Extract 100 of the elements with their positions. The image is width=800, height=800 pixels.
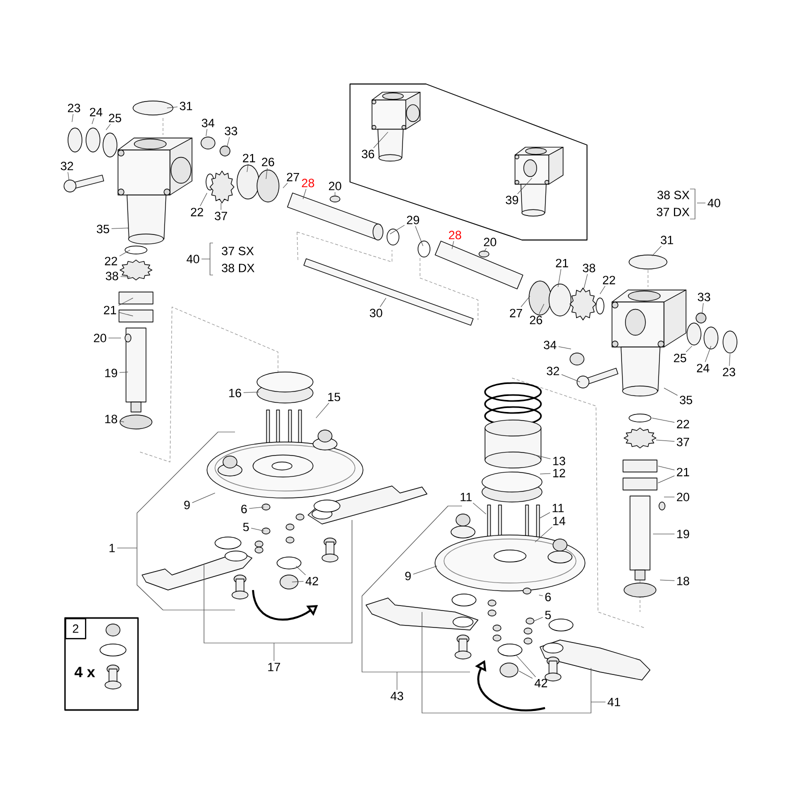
leader-line [380,298,386,308]
leader-line [243,392,260,393]
leader-line [396,672,398,690]
leader-line [660,580,675,581]
leader-line [246,164,248,172]
leader-line [696,202,706,204]
leader-line [472,502,486,514]
callout-number: 22 [104,256,118,266]
leader-line [296,566,306,576]
leader-line [201,258,210,260]
callout-number: 15 [328,392,340,402]
callout-number: 23 [68,104,80,112]
leader-line [68,172,70,180]
callout-number: 12 [553,468,566,478]
leader-line [538,304,544,314]
leader-line [686,346,692,352]
callout-number: 14 [553,516,566,526]
callout-number: 27 [510,308,522,318]
leader-line [119,250,130,256]
callout-number: 43 [390,692,404,700]
callout-number: 26 [262,158,274,166]
callout-number: 42 [306,576,318,586]
callout-number: 40 [708,198,720,208]
callout-number: 29 [406,216,420,224]
leader-line [518,670,533,679]
leader-line [704,346,712,362]
callout-number: 35 [96,224,110,234]
leader-line [220,202,222,210]
leader-line [658,466,675,470]
callout-number: 20 [94,334,106,342]
callout-number: 11 [460,492,472,502]
leader-line [540,512,550,518]
leader-line [206,128,208,136]
leader-line [106,124,111,130]
leader-line [600,286,606,294]
leader-line [652,246,662,256]
leader-line [118,312,134,316]
leader-line [534,616,544,622]
leader-line [415,226,424,246]
leader-line [538,594,544,596]
callout-number: 35 [680,396,692,404]
callout-number: 28 [448,230,462,240]
leader-line [561,374,580,382]
variant-label: 38 SX [657,190,690,200]
callout-number: 34 [544,340,556,350]
leader-line [282,182,288,188]
callout-number: 9 [184,500,190,510]
leader-line [558,346,572,350]
callout-number: 16 [229,388,242,398]
callout-number: 34 [202,118,214,128]
leader-line [119,420,124,422]
leader-line [656,440,675,442]
callout-number: 25 [108,114,122,122]
callout-number: 18 [677,576,690,586]
callout-number: 31 [180,102,192,110]
callout-number: 13 [553,456,566,466]
leader-line [334,192,336,196]
leader-line [390,224,405,234]
leader-line [119,372,128,373]
callout-number: 21 [676,468,690,476]
leader-line [302,188,306,200]
callout-number: 22 [190,208,204,216]
leader-line [702,302,704,314]
callout-number: 24 [90,108,102,116]
leader-line [584,274,588,288]
callout-number: 20 [484,238,496,246]
callout-number: 1 [110,544,115,552]
callout-number: 18 [105,414,118,424]
leader-line [664,388,678,396]
leader-line [248,506,264,509]
leader-line [92,118,94,124]
callout-number: 33 [698,292,710,302]
leader-line [540,473,551,474]
callout-number: 26 [530,316,542,324]
callout-number: 30 [370,308,382,318]
leader-line [558,268,562,288]
leader-line [520,296,530,308]
leader-line [111,228,128,229]
callout-number: 20 [676,492,690,502]
leader-line [316,402,330,418]
callout-number: 19 [677,530,690,538]
callout-number: 5 [545,610,551,620]
leader-line [484,248,487,252]
callout-number: 31 [660,236,674,244]
callout-number: 40 [186,254,200,264]
callout-number: 20 [328,182,342,190]
callout-number: 33 [224,126,238,136]
variant-label: 37 DX [656,208,690,216]
leader-line [200,192,208,206]
callout-number: 38 [582,264,596,272]
leader-line [652,418,675,423]
leader-line [729,354,730,366]
leader-line [120,276,130,278]
leader-line [226,136,230,148]
callout-number: 41 [608,698,620,706]
inset-box: 2 4 x [64,617,139,711]
leader-line [534,454,551,460]
callout-number: 38 [106,272,118,280]
leader-line [534,526,552,542]
callout-number: 39 [506,196,518,204]
